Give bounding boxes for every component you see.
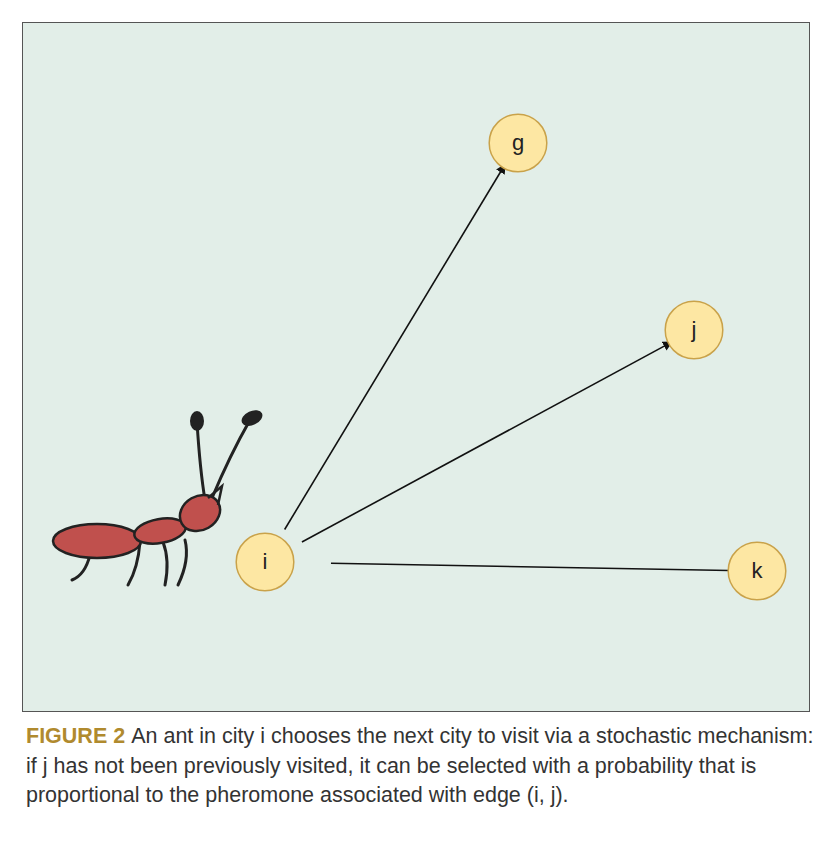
- city-label: i: [263, 549, 268, 575]
- choice-arrow: [285, 165, 505, 529]
- caption-block: FIGURE 2An ant in city i chooses the nex…: [26, 722, 816, 811]
- figure-number: FIGURE 2: [26, 724, 125, 748]
- choice-arrow: [331, 563, 743, 571]
- city-node: j: [664, 300, 724, 360]
- city-label: g: [512, 130, 524, 156]
- city-node: g: [488, 113, 548, 173]
- city-node: k: [727, 541, 787, 601]
- choice-arrow: [302, 342, 671, 542]
- city-label: k: [752, 558, 763, 584]
- figure-caption: An ant in city i chooses the next city t…: [26, 724, 813, 807]
- city-label: j: [692, 317, 697, 343]
- city-node: i: [235, 532, 295, 592]
- figure-panel: [22, 22, 810, 712]
